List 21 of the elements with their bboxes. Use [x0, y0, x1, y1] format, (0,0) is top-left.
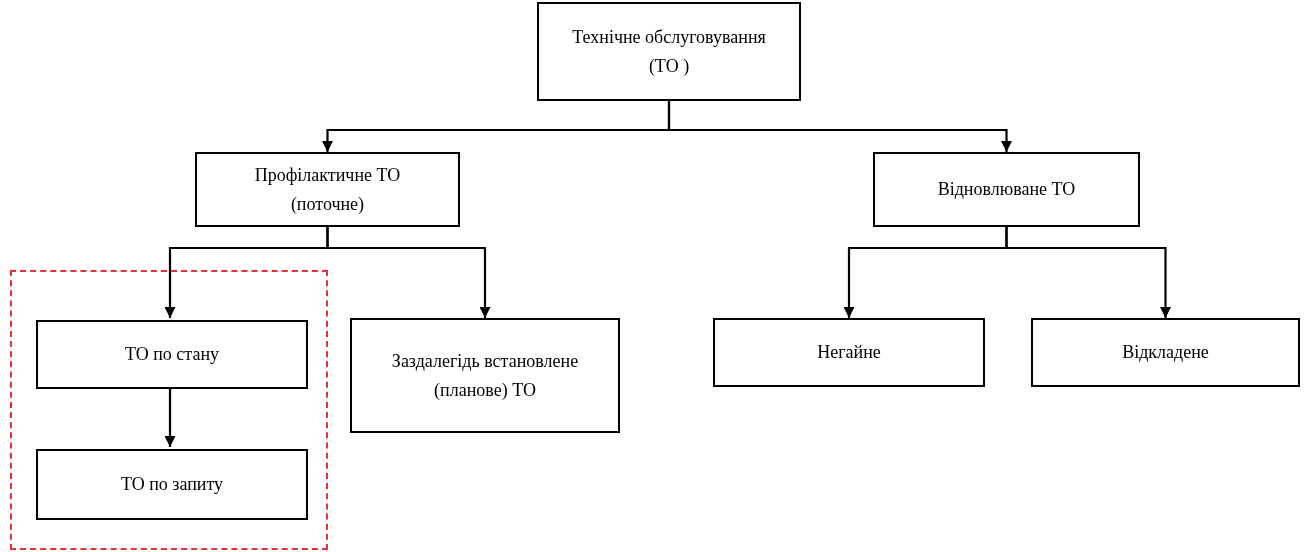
process-box — [713, 318, 985, 387]
box-label: Негайне — [817, 341, 881, 365]
dashed-group-frame — [10, 270, 328, 550]
arrow — [1005, 227, 1171, 318]
process-box — [36, 449, 308, 520]
process-box — [1031, 318, 1300, 387]
box-label: Відновлюване ТО — [937, 178, 1076, 202]
process-box — [873, 152, 1140, 227]
arrow — [164, 387, 176, 447]
box-label: Відкладене — [1122, 341, 1209, 365]
box-label: Заздалегідь встановлене (планове) ТО — [390, 349, 580, 402]
process-box — [36, 320, 308, 389]
arrow — [667, 101, 1012, 152]
box-label: Профілактичне ТО (поточне) — [253, 163, 402, 216]
process-box — [537, 2, 801, 101]
process-box — [195, 152, 460, 227]
arrow — [326, 227, 491, 318]
box-label: ТО по запиту — [120, 473, 224, 497]
box-label: ТО по стану — [124, 343, 220, 367]
box-label: Технічне обслуговування (ТО ) — [571, 25, 767, 78]
process-box — [350, 318, 620, 433]
